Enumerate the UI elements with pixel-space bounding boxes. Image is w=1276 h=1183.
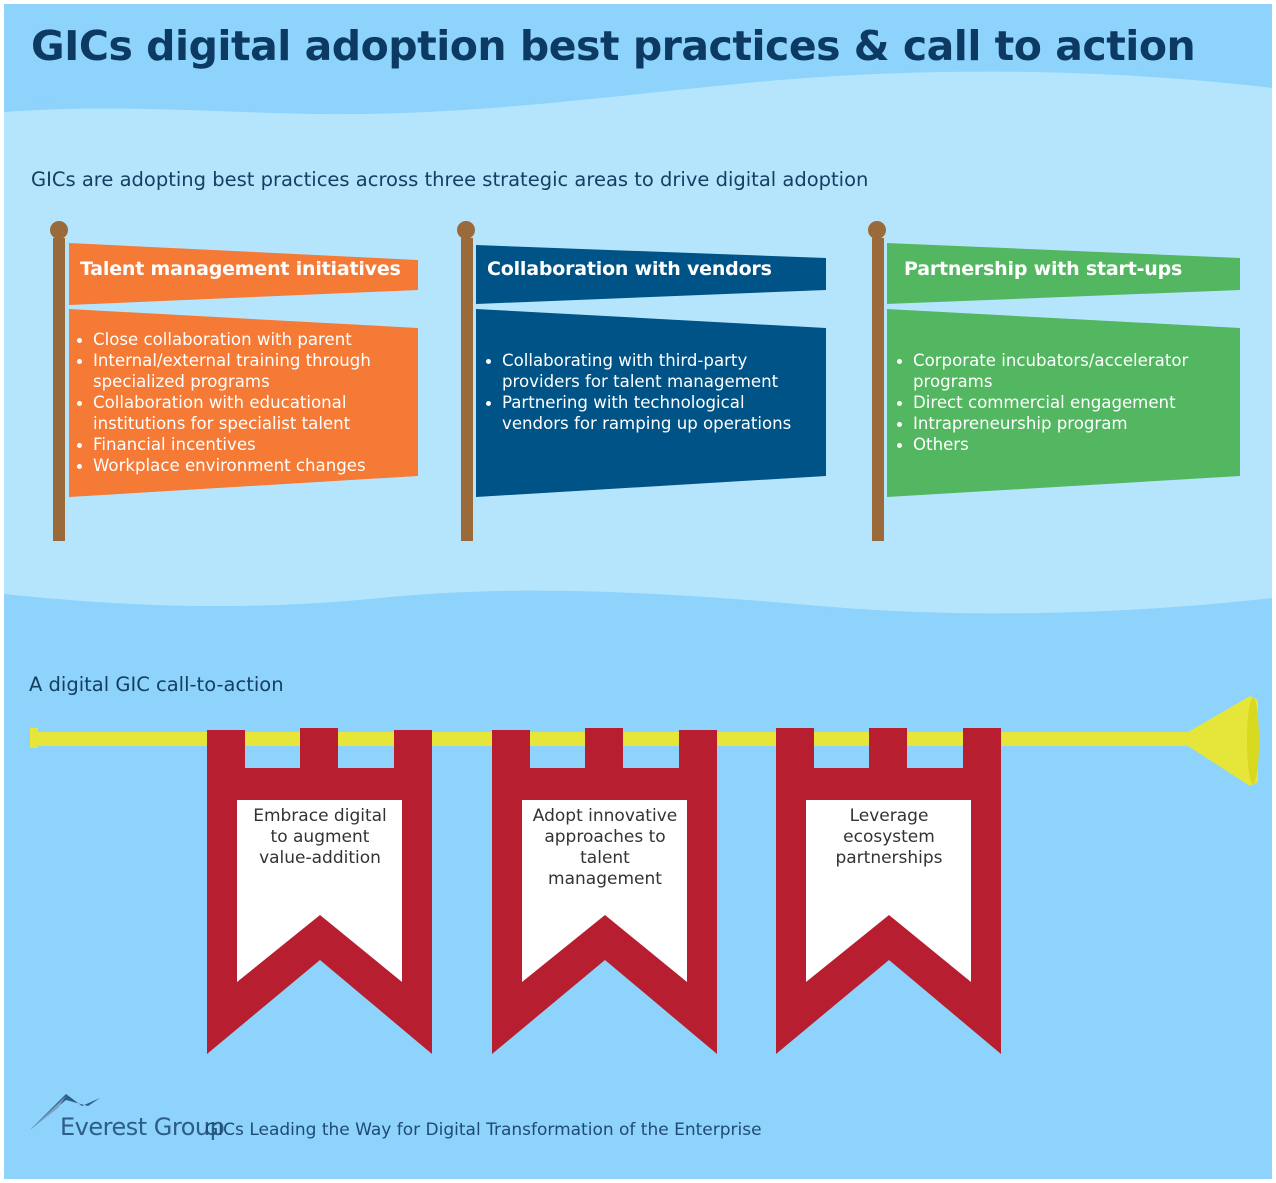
flag-body-shape	[69, 309, 418, 497]
flag-header-shape	[887, 243, 1240, 304]
trumpet-bell	[1188, 696, 1258, 786]
flag-body-shape	[476, 309, 826, 497]
flag-pole-knob	[457, 221, 475, 239]
mountain-icon	[30, 1094, 100, 1130]
flag-list-talent: Close collaboration with parent Internal…	[76, 329, 416, 476]
banner-text-leverage: Leverage ecosystem partnerships	[835, 806, 943, 868]
list-item: Intrapreneurship program	[896, 413, 1231, 434]
flag-talent-management	[50, 221, 418, 541]
banner-1	[207, 728, 432, 1054]
flag-body-shape	[887, 309, 1240, 497]
flag-list-startups: Corporate incubators/accelerator program…	[896, 350, 1231, 455]
flag-header-shape	[476, 245, 826, 304]
list-item: Others	[896, 434, 1231, 455]
flag-list-vendors: Collaborating with third-party providers…	[485, 350, 815, 434]
banner-label-panel	[522, 800, 687, 982]
list-item: Partnering with technological vendors fo…	[485, 392, 815, 434]
list-item: Internal/external training through speci…	[76, 350, 416, 392]
list-item: Financial incentives	[76, 434, 416, 455]
flag-header-vendors: Collaboration with vendors	[487, 258, 772, 280]
page-subtitle: GICs are adopting best practices across …	[31, 168, 869, 191]
list-item: Direct commercial engagement	[896, 392, 1231, 413]
flag-pole	[461, 238, 473, 541]
banner-3	[776, 728, 1001, 1054]
flag-pole-knob	[868, 221, 886, 239]
list-item: Close collaboration with parent	[76, 329, 416, 350]
footer-tagline: GICs Leading the Way for Digital Transfo…	[205, 1120, 762, 1140]
list-item: Collaboration with educational instituti…	[76, 392, 416, 434]
brand-logo-text: Everest Group	[60, 1113, 225, 1141]
cta-title: A digital GIC call-to-action	[29, 673, 284, 696]
list-item: Collaborating with third-party providers…	[485, 350, 815, 392]
flag-pole	[872, 238, 884, 541]
banner-label-panel	[237, 800, 402, 982]
list-item: Corporate incubators/accelerator program…	[896, 350, 1231, 392]
banner-text-embrace: Embrace digital to augment value-additio…	[253, 806, 387, 868]
flag-header-talent: Talent management initiatives	[80, 258, 401, 280]
trumpet-mouthpiece	[30, 728, 38, 748]
banner-text-adopt: Adopt innovative approaches to talent ma…	[532, 806, 678, 889]
list-item: Workplace environment changes	[76, 455, 416, 476]
flag-header-startups: Partnership with start-ups	[904, 258, 1183, 280]
flag-pole-knob	[50, 221, 68, 239]
flag-partnership-startups	[868, 221, 1240, 541]
flag-collaboration-vendors	[457, 221, 826, 541]
flag-header-shape	[69, 243, 418, 305]
banner-label-panel	[806, 800, 971, 982]
page-title: GICs digital adoption best practices & c…	[31, 22, 1196, 70]
banner-2	[492, 728, 717, 1054]
flag-pole	[53, 238, 65, 541]
